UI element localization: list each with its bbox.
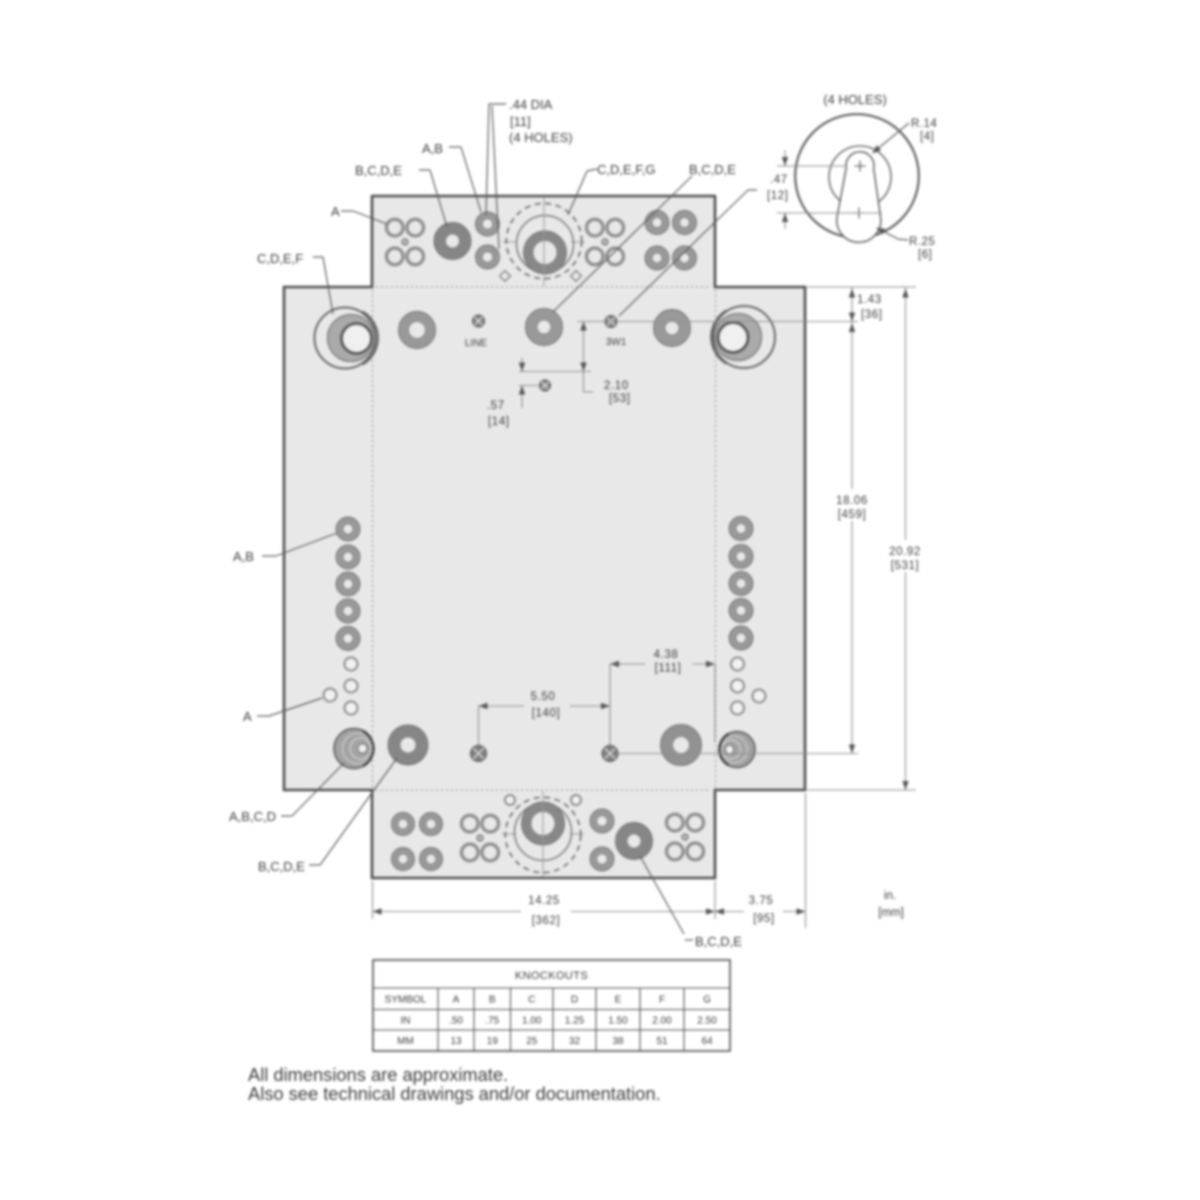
svg-text:.44 DIA: .44 DIA [509,97,553,112]
svg-text:[95]: [95] [753,913,775,925]
svg-text:C,D,E,F: C,D,E,F [257,251,303,266]
svg-text:E: E [615,995,622,1006]
svg-text:.47: .47 [770,174,788,186]
svg-text:14.25: 14.25 [528,895,560,907]
svg-text:B,C,D,E: B,C,D,E [258,859,305,874]
svg-text:LINE: LINE [465,338,488,349]
svg-text:in.: in. [884,890,896,902]
svg-text:[12]: [12] [767,190,789,202]
svg-text:(4 HOLES): (4 HOLES) [509,130,573,145]
svg-text:.57: .57 [487,400,505,412]
svg-text:A,B: A,B [233,549,254,564]
svg-text:19: 19 [487,1036,499,1047]
svg-text:2.10: 2.10 [604,380,629,392]
svg-text:A: A [453,995,460,1006]
svg-text:[14]: [14] [488,416,510,428]
svg-text:C: C [528,995,535,1006]
svg-text:B,C,D,E: B,C,D,E [695,934,742,949]
svg-text:2.50: 2.50 [697,1016,717,1027]
svg-text:1.00: 1.00 [522,1016,542,1027]
svg-text:IN: IN [401,1016,411,1027]
svg-text:[53]: [53] [609,393,631,405]
svg-text:[111]: [111] [655,663,682,675]
svg-text:[459]: [459] [838,509,867,521]
svg-text:13: 13 [450,1036,462,1047]
svg-text:[4]: [4] [920,131,934,143]
svg-text:25: 25 [526,1036,538,1047]
svg-text:C,D,E,F,G: C,D,E,F,G [597,162,656,177]
svg-text:5.50: 5.50 [531,691,556,703]
svg-text:B: B [489,995,496,1006]
svg-text:32: 32 [569,1036,581,1047]
svg-text:G: G [703,995,711,1006]
svg-text:[mm]: [mm] [878,907,904,919]
svg-text:20.92: 20.92 [889,546,921,558]
svg-text:[531]: [531] [891,560,920,572]
svg-text:Also see technical drawings an: Also see technical drawings and/or docum… [248,1083,661,1104]
svg-text:51: 51 [656,1036,668,1047]
svg-text:4.38: 4.38 [654,649,679,661]
svg-text:(4 HOLES): (4 HOLES) [823,92,887,107]
svg-text:[11]: [11] [510,114,531,129]
svg-text:A,B: A,B [422,141,443,156]
svg-text:A: A [243,709,252,724]
svg-text:KNOCKOUTS: KNOCKOUTS [515,970,588,982]
svg-text:64: 64 [701,1036,713,1047]
svg-text:F: F [659,995,665,1006]
svg-text:[6]: [6] [918,249,932,261]
svg-text:SYMBOL: SYMBOL [385,995,427,1006]
svg-text:3W1: 3W1 [606,337,627,348]
svg-text:1.25: 1.25 [565,1016,585,1027]
svg-text:38: 38 [612,1036,624,1047]
svg-text:[140]: [140] [532,708,561,720]
svg-text:[36]: [36] [861,309,883,321]
svg-text:[362]: [362] [532,915,561,927]
svg-text:B,C,D,E: B,C,D,E [689,162,736,177]
svg-text:A: A [331,204,340,219]
svg-text:D: D [571,995,578,1006]
svg-text:All dimensions are approximate: All dimensions are approximate. [248,1064,508,1085]
svg-text:1.43: 1.43 [857,294,882,306]
svg-text:2.00: 2.00 [652,1016,672,1027]
svg-text:MM: MM [397,1036,414,1047]
svg-text:A,B,C,D: A,B,C,D [229,809,276,824]
svg-text:18.06: 18.06 [836,495,868,507]
svg-text:.50: .50 [449,1016,463,1027]
svg-text:R.14: R.14 [911,118,937,130]
svg-text:3.75: 3.75 [749,895,774,907]
svg-text:1.50: 1.50 [608,1016,628,1027]
svg-text:R.25: R.25 [909,236,935,248]
svg-text:B,C,D,E: B,C,D,E [355,163,402,178]
svg-text:.75: .75 [485,1016,499,1027]
